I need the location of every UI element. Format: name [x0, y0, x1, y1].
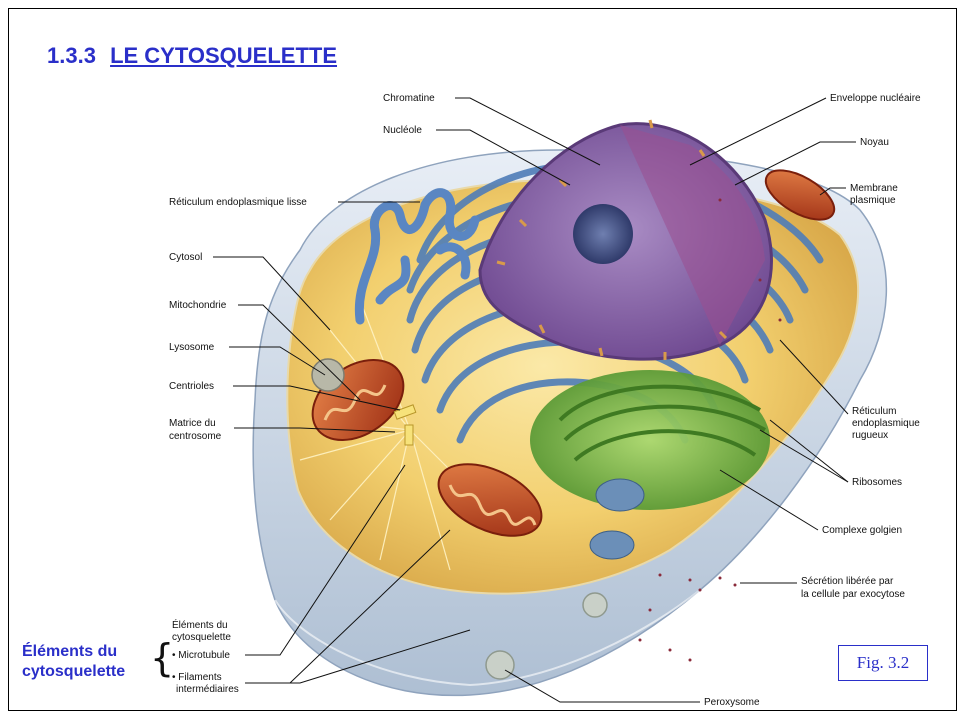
label-ribosomes: Ribosomes: [852, 477, 902, 488]
figure-reference: Fig. 3.2: [838, 645, 928, 681]
peroxisome: [486, 651, 514, 679]
label-matrice-2: centrosome: [169, 431, 222, 442]
label-secretion-1: Sécrétion libérée par: [801, 576, 894, 587]
label-membrane-2: plasmique: [850, 195, 896, 206]
label-secretion-2: la cellule par exocytose: [801, 589, 905, 600]
label-reticulum-rugueux-3: rugueux: [852, 430, 888, 441]
label-membrane-1: Membrane: [850, 183, 898, 194]
label-chromatine: Chromatine: [383, 93, 435, 104]
label-reticulum-lisse: Réticulum endoplasmique lisse: [169, 197, 307, 208]
label-enveloppe: Enveloppe nucléaire: [830, 93, 921, 104]
label-reticulum-rugueux-1: Réticulum: [852, 406, 896, 417]
label-filaments-2: intermédiaires: [176, 684, 239, 695]
label-centrioles: Centrioles: [169, 381, 214, 392]
cytoskeleton-side-label: Éléments du cytosquelette: [22, 642, 125, 682]
label-lysosome: Lysosome: [169, 342, 215, 353]
label-nucleole: Nucléole: [383, 125, 422, 136]
side-label-line2: cytosquelette: [22, 662, 125, 682]
label-peroxysome: Peroxysome: [704, 697, 760, 708]
label-matrice-1: Matrice du: [169, 418, 216, 429]
vesicle: [583, 593, 607, 617]
label-elements-1: Éléments du: [172, 618, 228, 631]
label-microtubule: • Microtubule: [172, 650, 230, 661]
label-elements-2: cytosquelette: [172, 632, 231, 643]
label-mitochondrie: Mitochondrie: [169, 300, 227, 311]
brace-icon: {: [150, 638, 174, 678]
label-noyau: Noyau: [860, 137, 889, 148]
label-reticulum-rugueux-2: endoplasmique: [852, 418, 920, 429]
label-filaments-1: • Filaments: [172, 672, 222, 683]
label-golgi: Complexe golgien: [822, 525, 902, 536]
side-label-line1: Éléments du: [22, 642, 125, 662]
lysosome: [312, 359, 344, 391]
nucleolus: [573, 204, 633, 264]
label-cytosol: Cytosol: [169, 252, 202, 263]
